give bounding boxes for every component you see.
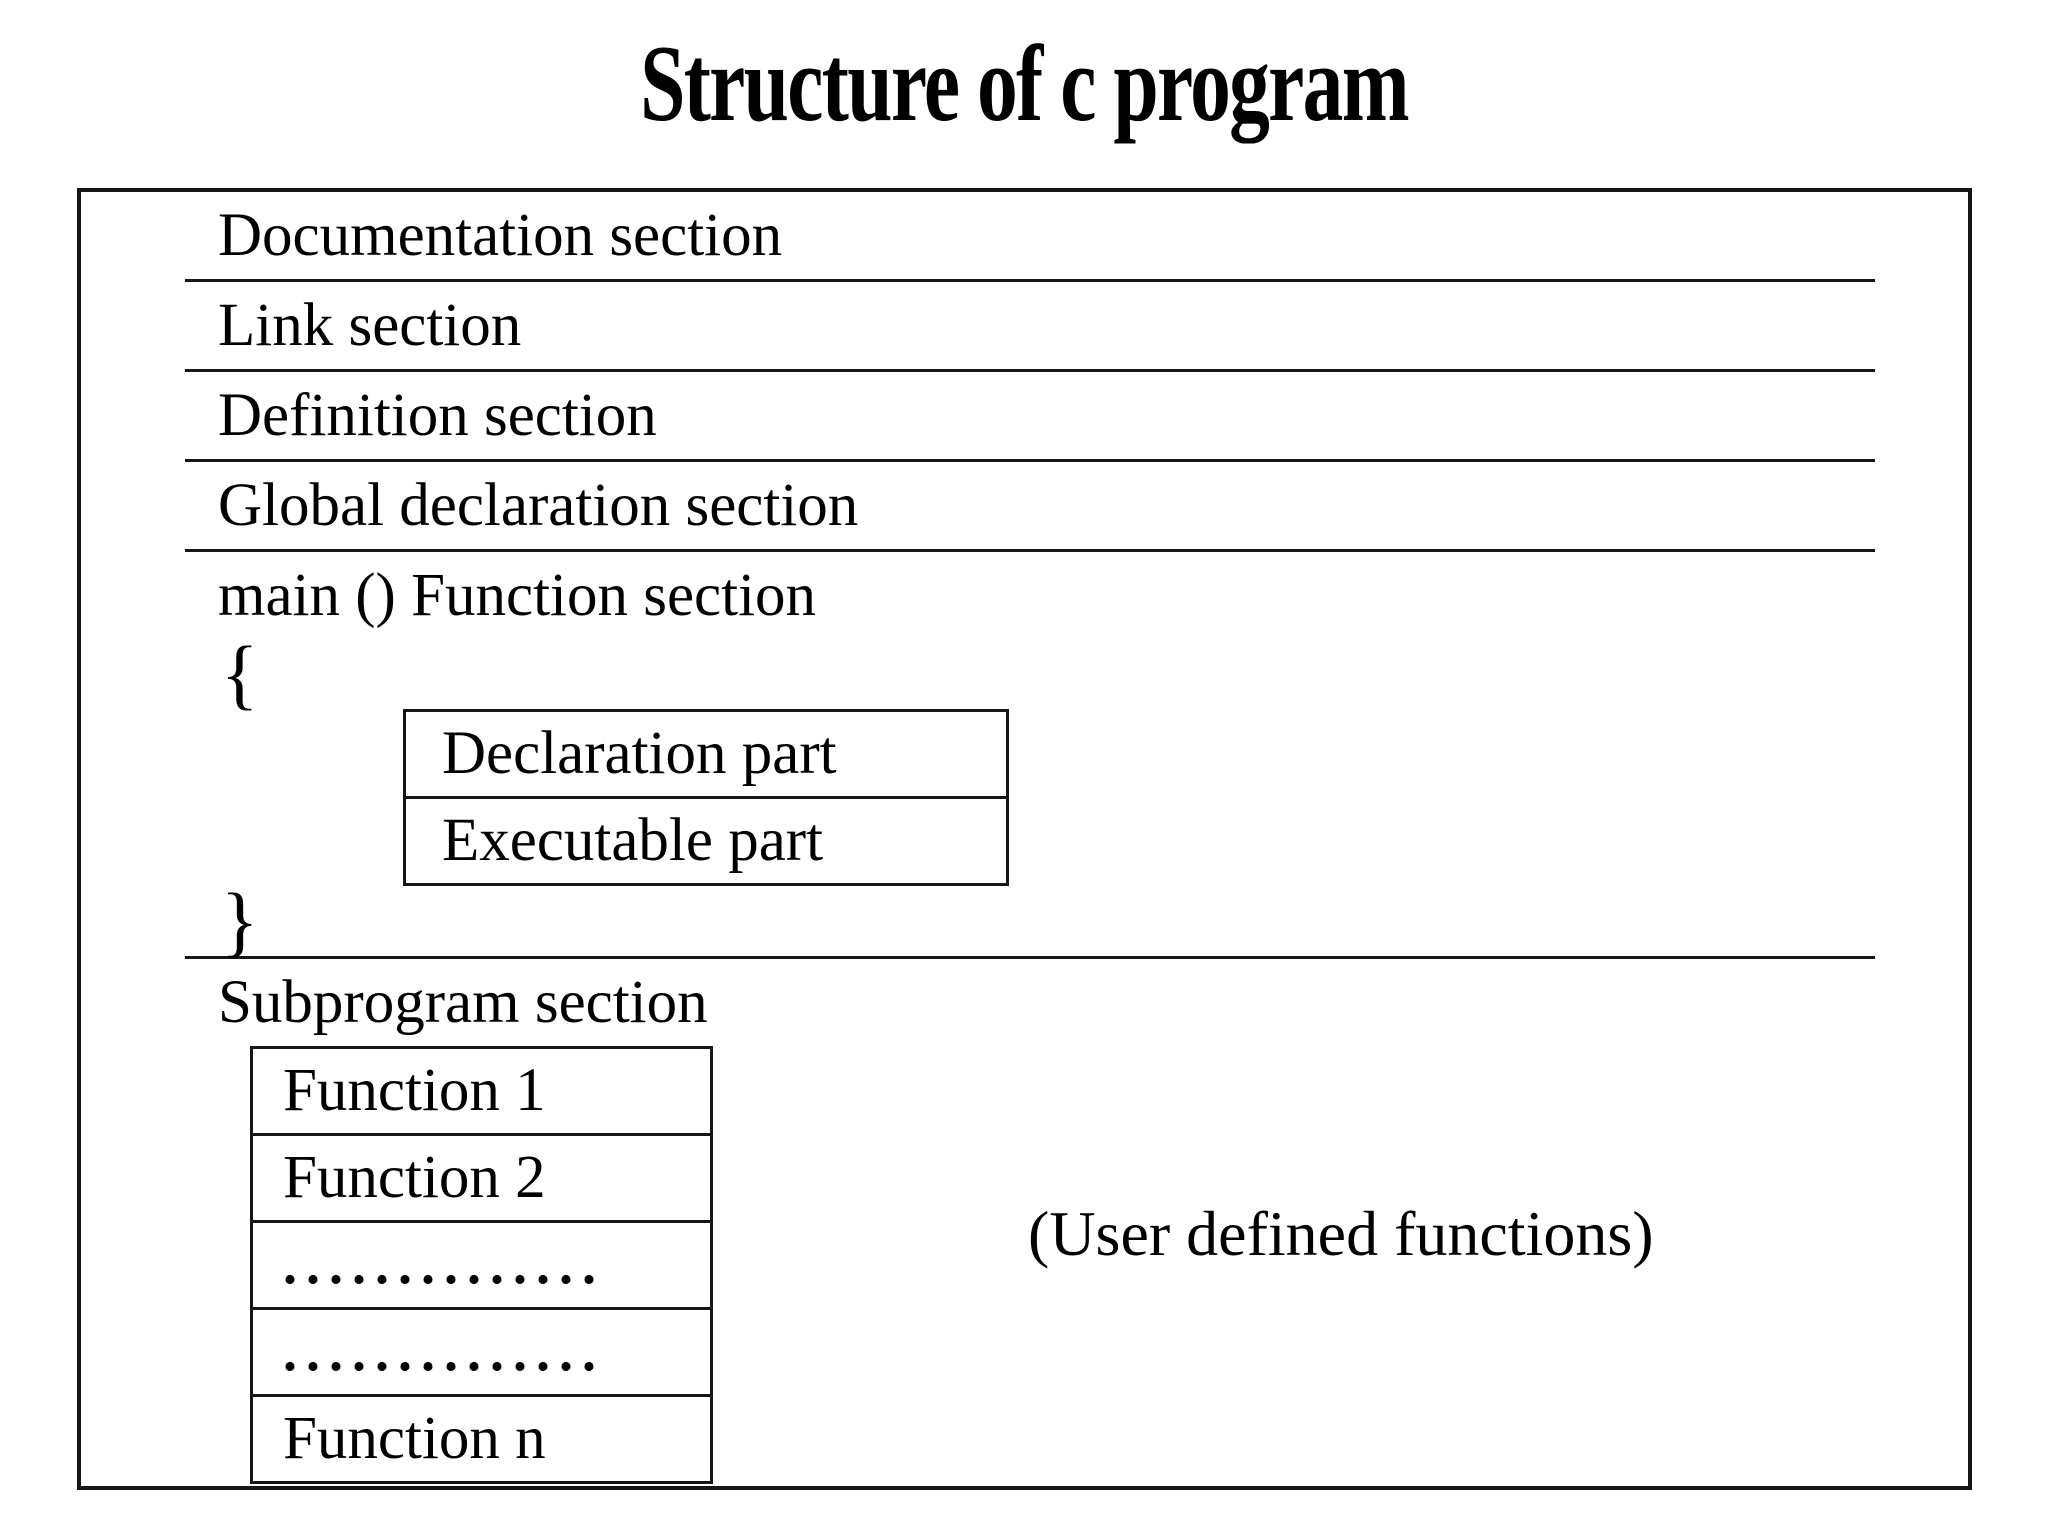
functions-box: Function 1 Function 2 .............. ...… <box>250 1046 713 1484</box>
section-row-definition: Definition section <box>81 372 1968 459</box>
section-row-subprogram: Subprogram section <box>81 959 1968 1046</box>
section-label: main () Function section <box>218 561 817 629</box>
declaration-part-row: Declaration part <box>406 712 1006 796</box>
program-structure-box: Documentation section Link section Defin… <box>77 188 1972 1490</box>
section-row-main-function: main () Function section <box>81 552 1968 639</box>
open-brace: { <box>81 630 1968 717</box>
section-divider <box>185 549 1875 552</box>
executable-part-row: Executable part <box>406 796 1006 883</box>
ellipsis-dots: .............. <box>283 1234 605 1296</box>
part-label: Executable part <box>442 807 824 874</box>
function-row-ellipsis-1: .............. <box>253 1220 710 1307</box>
brace-glyph: } <box>221 877 259 964</box>
section-label: Documentation section <box>218 201 783 269</box>
function-row-2: Function 2 <box>253 1133 710 1220</box>
brace-glyph: { <box>221 630 259 717</box>
function-label: Function 1 <box>283 1057 546 1124</box>
main-function-parts-box: Declaration part Executable part <box>403 709 1009 886</box>
function-row-1: Function 1 <box>253 1049 710 1133</box>
function-label: Function n <box>283 1405 546 1472</box>
section-label: Subprogram section <box>218 968 708 1036</box>
function-row-ellipsis-2: .............. <box>253 1307 710 1394</box>
section-row-global-declaration: Global declaration section <box>81 462 1968 549</box>
function-row-n: Function n <box>253 1394 710 1481</box>
part-label: Declaration part <box>442 720 837 787</box>
section-row-documentation: Documentation section <box>81 192 1968 279</box>
close-brace: } <box>81 877 1968 964</box>
ellipsis-dots: .............. <box>283 1321 605 1383</box>
section-row-link: Link section <box>81 282 1968 369</box>
section-label: Link section <box>218 291 522 359</box>
function-label: Function 2 <box>283 1144 546 1211</box>
section-divider <box>185 459 1875 462</box>
user-defined-functions-note: (User defined functions) <box>1028 1198 1654 1269</box>
section-divider <box>185 956 1875 959</box>
section-divider <box>185 369 1875 372</box>
page-title: Structure of c program <box>640 23 1410 144</box>
section-divider <box>185 279 1875 282</box>
section-label: Definition section <box>218 381 657 449</box>
section-label: Global declaration section <box>218 471 859 539</box>
